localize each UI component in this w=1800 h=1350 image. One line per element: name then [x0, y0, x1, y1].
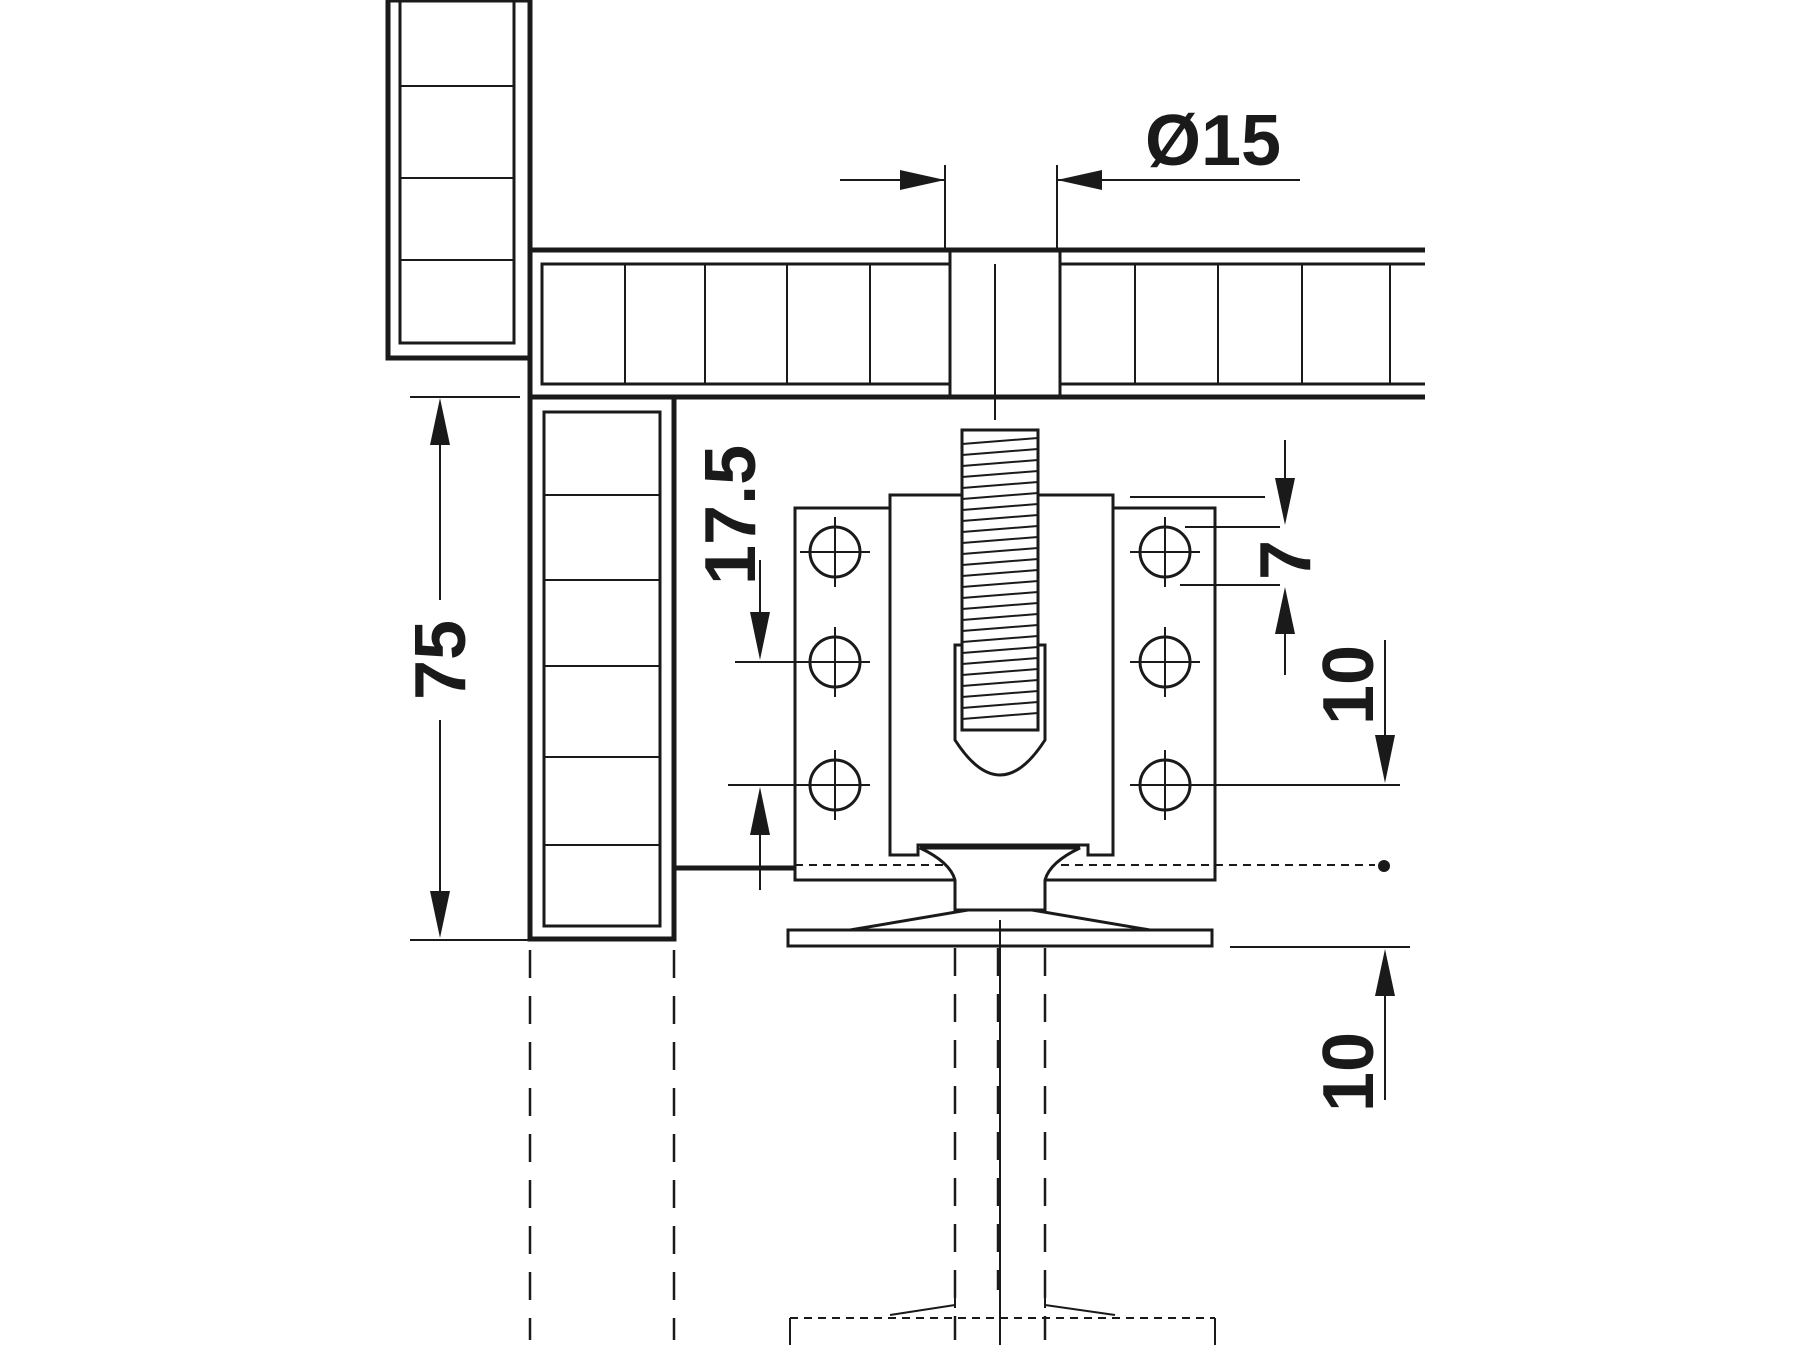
- hole-icon: [1130, 750, 1400, 820]
- threaded-bolt: [953, 428, 1047, 777]
- side-panel-upper: [385, 0, 533, 361]
- thread-line: [961, 503, 1039, 511]
- top-shelf-panel: [527, 247, 1425, 420]
- dimension-shelf-height: 75: [401, 396, 530, 941]
- thread-line: [961, 470, 1039, 478]
- label-hole-spacing: 7: [1246, 540, 1326, 580]
- dimension-diameter: Ø15: [840, 101, 1300, 248]
- hole-icon: [735, 627, 870, 697]
- thread-line: [961, 635, 1039, 643]
- thread-line: [961, 668, 1039, 676]
- hole-icon: [1130, 517, 1200, 587]
- fixing-holes: [728, 517, 1400, 820]
- label-bolt-offset: 17.5: [691, 445, 771, 585]
- thread-line: [961, 536, 1039, 544]
- thread-line: [961, 547, 1039, 555]
- dimension-lower-adjust: 10: [1230, 946, 1410, 1112]
- thread-line: [961, 602, 1039, 610]
- label-upper-adjust: 10: [1309, 645, 1389, 725]
- thread-line: [961, 580, 1039, 588]
- foot-base: [786, 846, 1216, 1345]
- thread-line: [961, 701, 1039, 709]
- thread-line: [961, 448, 1039, 456]
- thread-line: [961, 459, 1039, 467]
- dimension-upper-adjust: 10: [1215, 640, 1395, 872]
- label-lower-adjust: 10: [1309, 1032, 1389, 1112]
- thread-line: [961, 481, 1039, 489]
- hole-icon: [728, 750, 870, 820]
- label-shelf-height: 75: [401, 620, 481, 700]
- thread-line: [961, 437, 1039, 445]
- thread-line: [961, 690, 1039, 698]
- thread-line: [961, 712, 1039, 720]
- dimension-hole-spacing: 7: [1130, 440, 1326, 675]
- thread-line: [961, 492, 1039, 500]
- thread-line: [961, 591, 1039, 599]
- hole-icon: [800, 517, 870, 587]
- thread-line: [961, 514, 1039, 522]
- label-diameter: Ø15: [1145, 101, 1281, 181]
- thread-line: [961, 646, 1039, 654]
- thread-line: [961, 613, 1039, 621]
- thread-line: [961, 569, 1039, 577]
- thread-line: [961, 679, 1039, 687]
- hole-icon: [1130, 627, 1200, 697]
- side-panel-lower: [527, 394, 795, 1340]
- thread-line: [961, 558, 1039, 566]
- thread-line: [961, 624, 1039, 632]
- dimension-bolt-offset: 17.5: [691, 445, 771, 890]
- thread-line: [961, 525, 1039, 533]
- thread-line: [961, 657, 1039, 665]
